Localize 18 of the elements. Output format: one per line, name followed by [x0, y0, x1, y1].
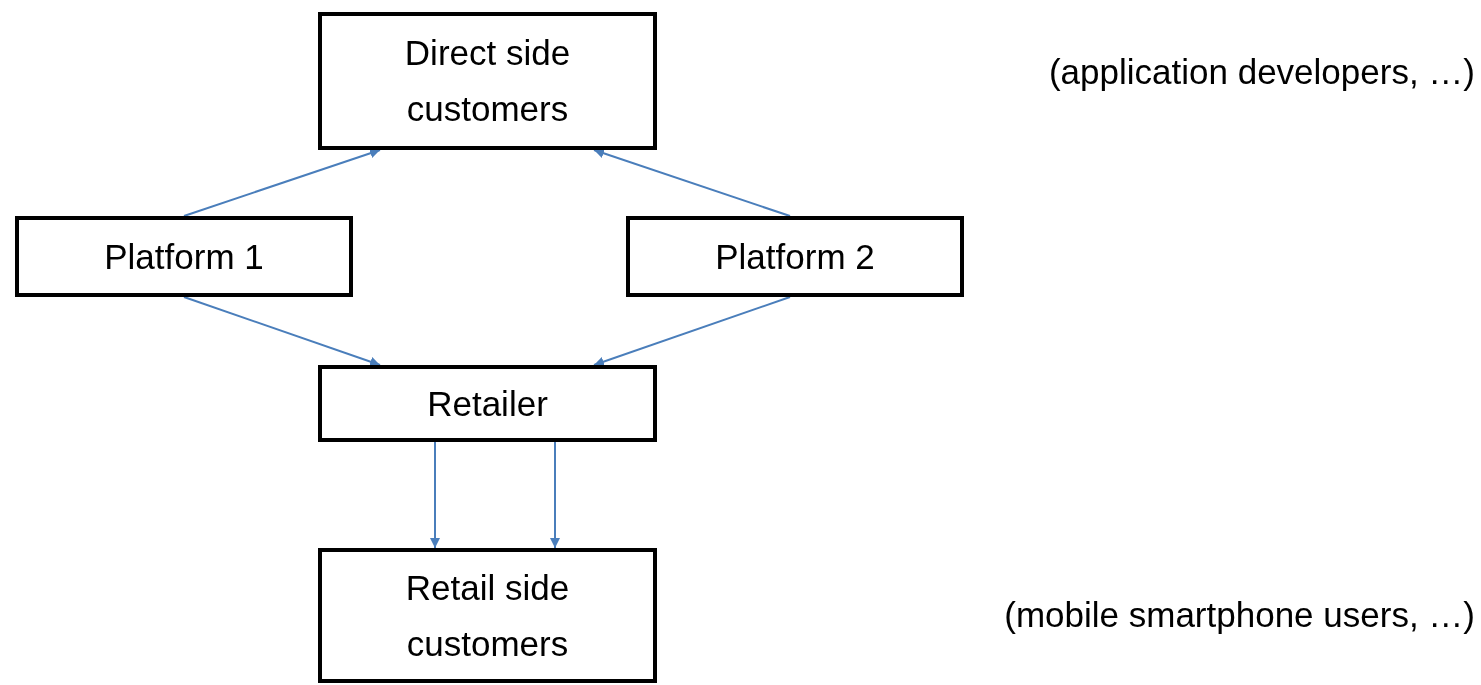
arrow — [593, 148, 791, 217]
arrow — [550, 441, 560, 549]
box-label: Retail side customers — [404, 566, 571, 665]
arrow — [183, 148, 381, 217]
process-box — [15, 216, 353, 297]
box-label: Platform 2 — [715, 235, 875, 278]
box-label: Retailer — [427, 382, 548, 425]
arrow — [183, 296, 381, 367]
process-box — [318, 365, 657, 442]
note-text: (application developers, …) — [1048, 52, 1475, 92]
note-text: (mobile smartphone users, …) — [1004, 595, 1475, 635]
arrow — [430, 441, 440, 549]
process-box — [626, 216, 964, 297]
process-box — [318, 548, 657, 683]
arrow — [593, 296, 791, 367]
process-box — [318, 12, 657, 150]
box-label: Platform 1 — [104, 235, 264, 278]
box-label: Direct side customers — [403, 32, 572, 130]
